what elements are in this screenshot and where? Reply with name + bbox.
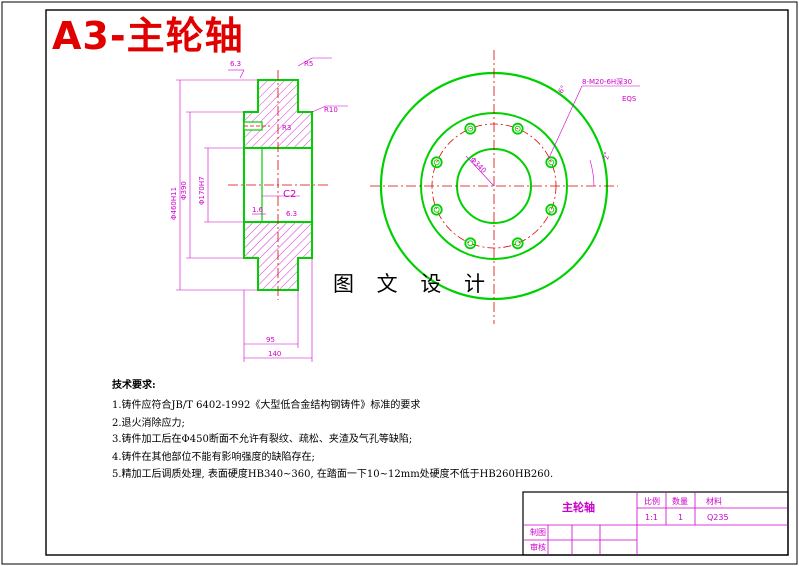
requirement-item: 5.精加工后调质处理, 表面硬度HB340~360, 在踏面一下10~12mm处… <box>112 469 554 480</box>
dim-d-bore: Φ170H7 <box>198 176 206 205</box>
scale-value: 1:1 <box>645 513 658 522</box>
drawing-title: A3-主轮轴 <box>52 14 244 58</box>
bolt-holes <box>430 122 558 250</box>
dim-eqs: EQS <box>622 95 637 103</box>
drawn-by-label: 制图 <box>530 528 546 537</box>
dim-r-inner: R3 <box>282 124 291 132</box>
requirements-heading: 技术要求: <box>112 380 156 391</box>
bolt-hole <box>464 122 477 135</box>
end-view: 8-M20-6H深30 EQS Φ340 6° 2° <box>370 50 640 324</box>
section-view: Φ460H11 Φ390 Φ170H7 95 140 R5 R10 R3 6.3… <box>170 57 348 362</box>
dim-pcd: Φ340 <box>469 156 488 175</box>
inner-border <box>45 9 789 556</box>
bolt-hole <box>545 156 558 169</box>
material-label: 材料 <box>706 497 722 506</box>
bolt-hole-thread <box>548 159 555 166</box>
watermark: 图 文 设 计 <box>333 272 494 296</box>
bolt-hole-thread <box>433 159 440 166</box>
scale-label: 比例 <box>644 497 660 506</box>
dim-d-outer: Φ460H11 <box>170 187 178 220</box>
dim-w-total: 140 <box>268 350 281 358</box>
bolt-hole-thread <box>433 206 440 213</box>
bolt-hole <box>430 203 443 216</box>
dim-angle-1: 6° <box>557 84 568 95</box>
bolt-hole-thread <box>548 206 555 213</box>
dim-d-bolt-circle: Φ390 <box>180 181 188 200</box>
qty-value: 1 <box>678 513 684 522</box>
part-name: 主轮轴 <box>562 501 595 514</box>
dim-rough-3: 6.3 <box>286 210 297 218</box>
bolt-hole-thread <box>514 240 521 247</box>
bolt-hole <box>464 237 477 250</box>
dim-r-side: R10 <box>324 106 338 114</box>
bolt-hole-thread <box>467 125 474 132</box>
dim-holes: 8-M20-6H深30 <box>582 77 632 86</box>
dim-rough-2: 1.6 <box>252 206 264 214</box>
requirement-item: 1.铸件应符合JB/T 6402-1992《大型低合金结构钢铸件》标准的要求 <box>112 400 421 411</box>
requirement-item: 2.退火消除应力; <box>112 418 185 429</box>
bolt-hole <box>511 122 524 135</box>
checked-by-label: 审核 <box>530 543 546 552</box>
requirement-item: 4.铸件在其他部位不能有影响强度的缺陷存在; <box>112 452 315 463</box>
dim-chamfer: C2 <box>283 189 296 200</box>
material-value: Q235 <box>707 513 729 522</box>
bolt-hole-thread <box>514 125 521 132</box>
bolt-hole-thread <box>467 240 474 247</box>
dim-w-hub: 95 <box>266 336 275 344</box>
bolt-hole <box>430 156 443 169</box>
qty-label: 数量 <box>672 497 688 506</box>
requirement-item: 3.铸件加工后在Φ450断面不允许有裂纹、疏松、夹渣及气孔等缺陷; <box>112 434 413 445</box>
dim-r-top: R5 <box>304 60 313 68</box>
title-block <box>522 491 789 556</box>
bolt-hole <box>511 237 524 250</box>
bolt-hole <box>545 203 558 216</box>
dim-rough-1: 6.3 <box>230 60 241 68</box>
dim-angle-2: 2° <box>602 151 611 160</box>
